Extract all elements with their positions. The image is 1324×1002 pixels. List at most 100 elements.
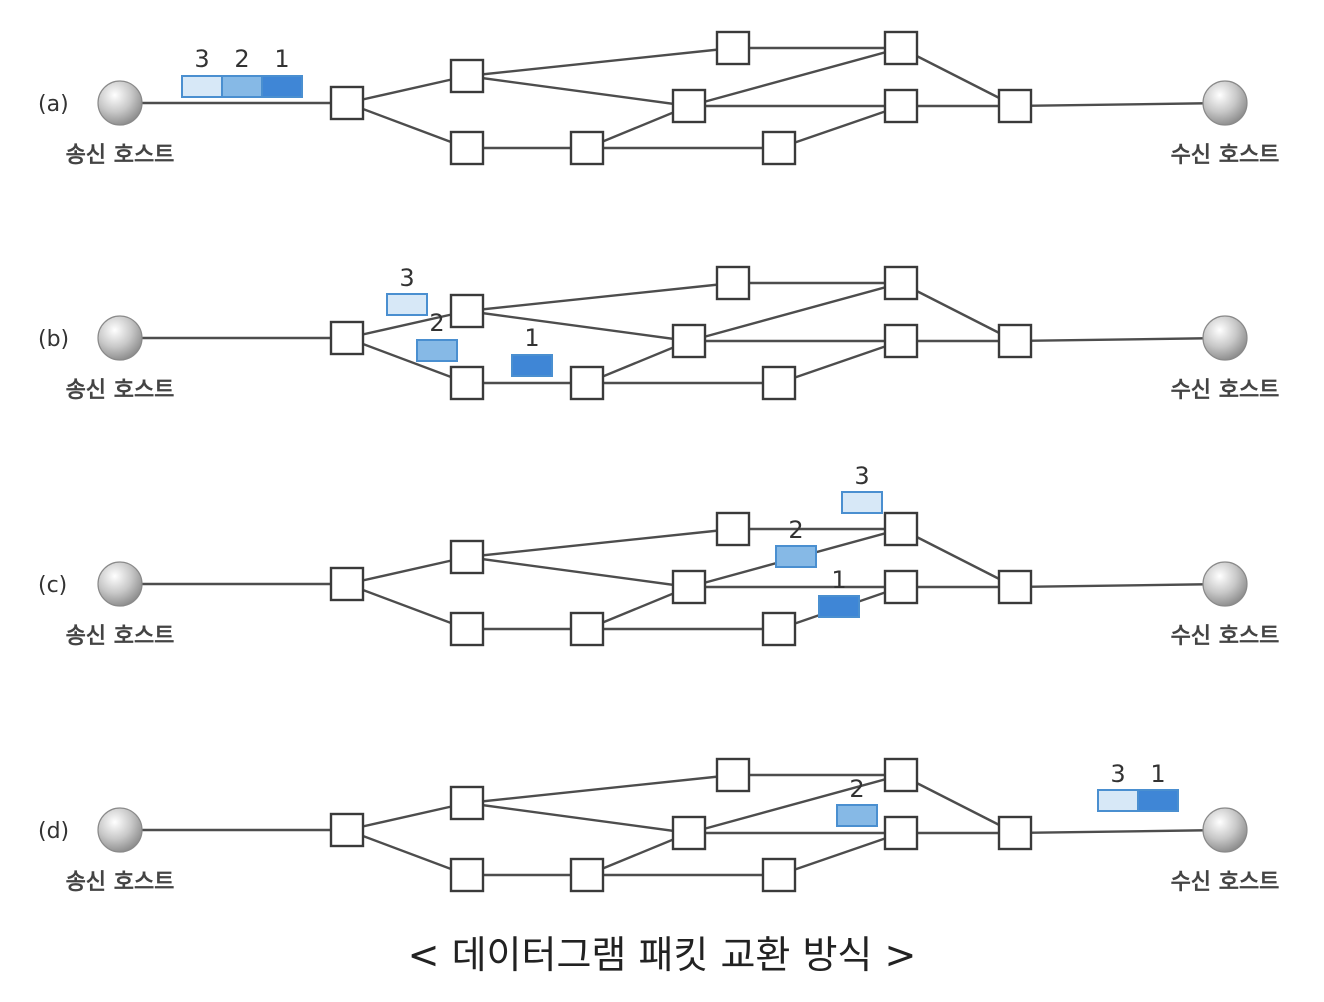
receiver-host-circle xyxy=(1202,561,1248,607)
router-node xyxy=(449,293,485,329)
link-n1-n2 xyxy=(346,801,468,832)
packet-2 xyxy=(775,545,817,568)
packet-number-label: 1 xyxy=(1150,760,1165,788)
link-n7-n9 xyxy=(778,104,902,150)
packet-3 xyxy=(1097,789,1139,812)
sender-host-circle xyxy=(97,80,143,126)
router-node xyxy=(329,566,365,602)
packet-3 xyxy=(181,75,223,98)
sender-host-circle xyxy=(97,561,143,607)
panel-label: (c) xyxy=(38,573,67,598)
packet-number-label: 2 xyxy=(429,309,444,337)
router-node xyxy=(671,323,707,359)
link-n1-n2 xyxy=(346,74,468,105)
receiver-host-label: 수신 호스트 xyxy=(1171,143,1280,168)
router-node xyxy=(449,365,485,401)
packet-2 xyxy=(221,75,263,98)
router-node xyxy=(569,857,605,893)
link-n2-n5 xyxy=(466,281,734,313)
router-node xyxy=(883,757,919,793)
link-n8-n10 xyxy=(900,46,1016,108)
router-node xyxy=(715,265,751,301)
router-node xyxy=(761,130,797,166)
link-n6-n8 xyxy=(688,281,902,343)
link-n10-R xyxy=(1014,336,1226,343)
sender-host-circle xyxy=(97,807,143,853)
sender-host-label: 송신 호스트 xyxy=(66,870,175,895)
router-node xyxy=(449,785,485,821)
packet-number-label: 1 xyxy=(831,566,846,594)
packet-1 xyxy=(261,75,303,98)
link-n7-n9 xyxy=(778,831,902,877)
router-node xyxy=(883,30,919,66)
router-node xyxy=(449,611,485,647)
packet-number-label: 2 xyxy=(234,45,249,73)
diagram-caption: < 데이터그램 패킷 교환 방식 > xyxy=(408,933,917,977)
link-n1-n2 xyxy=(346,309,468,340)
router-node xyxy=(449,539,485,575)
link-n2-n5 xyxy=(466,46,734,78)
router-node xyxy=(883,569,919,605)
receiver-host-label: 수신 호스트 xyxy=(1171,624,1280,649)
sender-host-circle xyxy=(97,315,143,361)
router-node xyxy=(761,365,797,401)
packet-1 xyxy=(511,354,553,377)
link-n2-n5 xyxy=(466,527,734,559)
panel-label: (b) xyxy=(38,327,69,352)
packet-1 xyxy=(818,595,860,618)
packet-2 xyxy=(416,339,458,362)
packet-3 xyxy=(841,491,883,514)
router-node xyxy=(883,323,919,359)
router-node xyxy=(997,569,1033,605)
link-n10-R xyxy=(1014,828,1226,835)
packet-number-label: 3 xyxy=(854,462,869,490)
router-node xyxy=(715,30,751,66)
receiver-host-circle xyxy=(1202,80,1248,126)
router-node xyxy=(671,815,707,851)
link-n6-n8 xyxy=(688,773,902,835)
router-node xyxy=(329,320,365,356)
router-node xyxy=(997,323,1033,359)
packet-number-label: 3 xyxy=(194,45,209,73)
panel-label: (a) xyxy=(38,92,69,117)
router-node xyxy=(883,815,919,851)
packet-number-label: 2 xyxy=(849,775,864,803)
router-node xyxy=(715,757,751,793)
link-n10-R xyxy=(1014,582,1226,589)
link-n8-n10 xyxy=(900,527,1016,589)
link-n2-n6 xyxy=(466,74,690,108)
packet-number-label: 1 xyxy=(274,45,289,73)
router-node xyxy=(761,857,797,893)
router-node xyxy=(569,365,605,401)
link-n2-n6 xyxy=(466,555,690,589)
packet-number-label: 1 xyxy=(524,324,539,352)
packet-number-label: 3 xyxy=(1110,760,1125,788)
link-n2-n5 xyxy=(466,773,734,805)
sender-host-label: 송신 호스트 xyxy=(66,378,175,403)
router-node xyxy=(329,812,365,848)
link-n6-n8 xyxy=(688,46,902,108)
link-n1-n3 xyxy=(346,582,468,631)
sender-host-label: 송신 호스트 xyxy=(66,624,175,649)
router-node xyxy=(329,85,365,121)
router-node xyxy=(883,511,919,547)
receiver-host-label: 수신 호스트 xyxy=(1171,870,1280,895)
panel-label: (d) xyxy=(38,819,69,844)
link-n8-n10 xyxy=(900,773,1016,835)
link-n8-n10 xyxy=(900,281,1016,343)
link-n1-n3 xyxy=(346,336,468,385)
router-node xyxy=(997,815,1033,851)
router-node xyxy=(449,857,485,893)
link-n1-n3 xyxy=(346,828,468,877)
router-node xyxy=(449,130,485,166)
packet-1 xyxy=(1137,789,1179,812)
link-n2-n6 xyxy=(466,309,690,343)
router-node xyxy=(761,611,797,647)
router-node xyxy=(671,88,707,124)
receiver-host-circle xyxy=(1202,807,1248,853)
